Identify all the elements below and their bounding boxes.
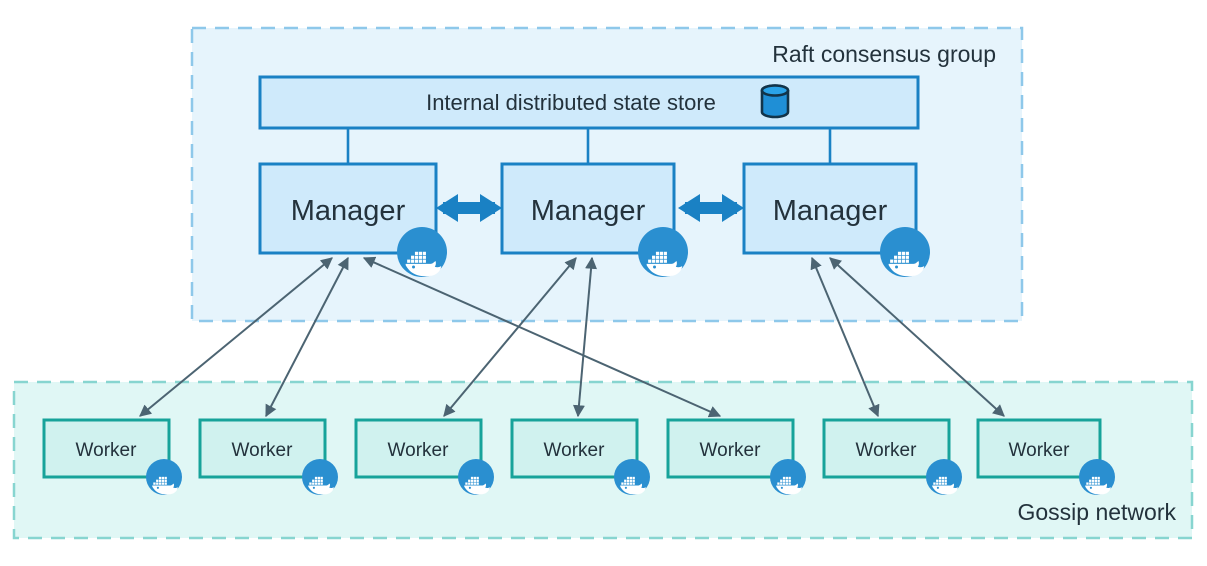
worker-label: Worker — [700, 440, 762, 461]
worker-node-4[interactable]: Worker — [510, 418, 650, 495]
worker-node-3[interactable]: Worker — [354, 418, 494, 495]
worker-node-7[interactable]: Worker — [976, 418, 1115, 495]
worker-label: Worker — [388, 440, 450, 461]
worker-label: Worker — [76, 440, 138, 461]
peer-arrow-manager-1-manager-2 — [436, 194, 502, 222]
manager-label: Manager — [773, 195, 888, 227]
worker-label: Worker — [856, 440, 918, 461]
docker-whale-icon — [614, 459, 650, 495]
link-worker-5-manager-1 — [362, 256, 722, 418]
docker-whale-icon — [302, 459, 338, 495]
internal-state-store-node[interactable]: Internal distributed state store — [258, 75, 920, 130]
manager-label: Manager — [531, 195, 646, 227]
worker-label: Worker — [544, 440, 606, 461]
raft-group-label: Raft consensus group — [772, 41, 996, 67]
worker-label: Worker — [232, 440, 294, 461]
docker-whale-icon — [926, 459, 962, 495]
state-store-connectors — [346, 128, 832, 164]
worker-box[interactable] — [510, 418, 639, 479]
worker-box[interactable] — [42, 418, 171, 479]
manager-peer-arrows — [436, 194, 744, 222]
database-cylinder-icon — [760, 84, 790, 119]
docker-whale-icon — [770, 459, 806, 495]
worker-box[interactable] — [666, 418, 795, 479]
worker-node-2[interactable]: Worker — [198, 418, 338, 495]
state-store-label: Internal distributed state store — [426, 90, 716, 115]
manager-node-3[interactable]: Manager — [742, 162, 930, 277]
worker-box[interactable] — [354, 418, 483, 479]
link-worker-7-manager-3 — [829, 257, 1005, 417]
docker-whale-icon — [638, 227, 688, 277]
docker-whale-icon — [146, 459, 182, 495]
manager-label: Manager — [291, 195, 406, 227]
worker-box[interactable] — [976, 418, 1102, 479]
worker-label: Worker — [1009, 440, 1071, 461]
worker-manager-links — [139, 256, 1005, 418]
worker-node-5[interactable]: Worker — [666, 418, 806, 495]
peer-arrow-manager-2-manager-3 — [678, 194, 744, 222]
link-worker-2-manager-1 — [265, 256, 349, 418]
worker-node-1[interactable]: Worker — [42, 418, 182, 495]
docker-whale-icon — [458, 459, 494, 495]
docker-whale-icon — [880, 227, 930, 277]
docker-whale-icon — [397, 227, 447, 277]
worker-box[interactable] — [198, 418, 327, 479]
docker-whale-icon — [1079, 459, 1115, 495]
worker-box[interactable] — [822, 418, 951, 479]
gossip-group-label: Gossip network — [1017, 499, 1176, 525]
worker-node-6[interactable]: Worker — [822, 418, 962, 495]
manager-node-2[interactable]: Manager — [500, 162, 688, 277]
manager-node-1[interactable]: Manager — [258, 162, 447, 277]
state-store-box[interactable] — [258, 75, 920, 130]
